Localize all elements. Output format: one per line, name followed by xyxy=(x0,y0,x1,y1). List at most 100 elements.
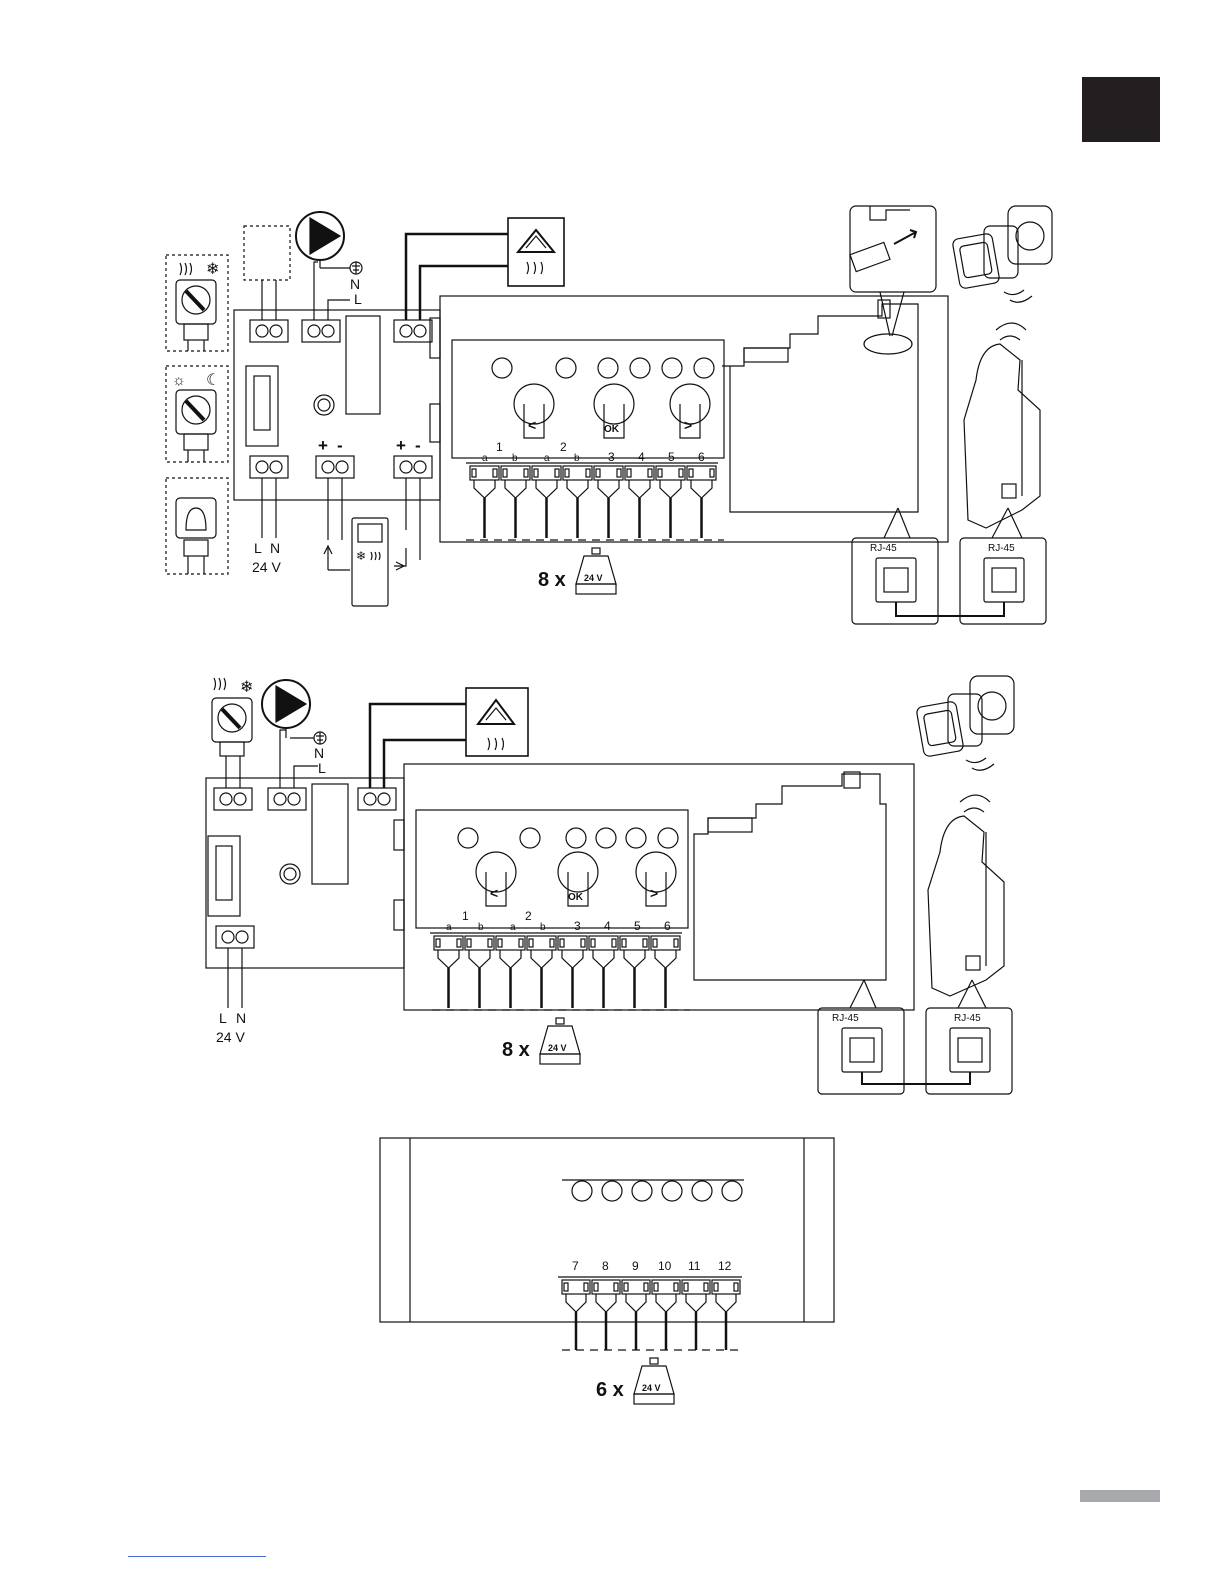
channel-label-1: 1 xyxy=(462,909,469,923)
channel-label-6: 6 xyxy=(698,450,705,464)
wireless-transceiver-icon xyxy=(964,323,1040,528)
button-right[interactable]: > xyxy=(670,384,710,438)
actuator-wire-fork xyxy=(656,1294,676,1312)
heat-cool-switch: ❄ xyxy=(212,678,253,756)
terminal-screw xyxy=(654,1283,658,1291)
terminal-slot xyxy=(434,936,463,950)
terminal-screw xyxy=(658,469,662,477)
rj45-label-left: RJ-45 xyxy=(832,1013,859,1024)
channel-label-1: 1 xyxy=(496,440,503,454)
terminal-blocks-top xyxy=(250,320,432,342)
button-ok[interactable]: OK xyxy=(594,384,634,438)
heat-source-icon xyxy=(466,688,528,756)
power-voltage: 24 V xyxy=(216,1029,245,1045)
actuator-wire-fork xyxy=(593,950,614,968)
channel-label-3: 3 xyxy=(608,450,615,464)
terminal-slot xyxy=(651,936,680,950)
actuator-wire-fork xyxy=(536,480,557,498)
button-left[interactable]: < xyxy=(514,384,554,438)
pump-icon xyxy=(296,212,344,268)
power-voltage: 24 V xyxy=(252,559,281,575)
sub-label-a1: a xyxy=(482,453,488,464)
ground-icon xyxy=(350,262,362,274)
terminal-screw xyxy=(644,1283,648,1291)
polarity-minus-2: - xyxy=(415,436,421,455)
terminal-screw xyxy=(614,1283,618,1291)
sun-icon: ☼ xyxy=(172,372,186,389)
terminal-slot xyxy=(562,1280,590,1294)
terminal-slot xyxy=(532,466,561,480)
terminal-slot xyxy=(622,1280,650,1294)
actuator-icon: 24 V xyxy=(540,1018,580,1064)
snowflake-icon: ❄ xyxy=(206,261,219,278)
base-module xyxy=(206,778,404,968)
button-ok[interactable]: OK xyxy=(558,852,598,906)
terminal-slot xyxy=(470,466,499,480)
button-left[interactable]: < xyxy=(476,852,516,906)
terminal-slot xyxy=(558,936,587,950)
terminal-screw xyxy=(586,469,590,477)
channel-label-5: 5 xyxy=(668,450,675,464)
channel-label-5: 5 xyxy=(634,919,641,933)
actuator-icon: 24 V xyxy=(576,548,616,594)
rj45-callout: RJ-45 RJ-45 xyxy=(852,508,1046,624)
heat-cool-thermostat: ❄ xyxy=(352,518,388,606)
svg-text:<: < xyxy=(528,417,536,433)
svg-text:>: > xyxy=(650,885,658,901)
heat-source-icon xyxy=(508,218,564,286)
terminal-screw xyxy=(534,469,538,477)
svg-text:OK: OK xyxy=(604,424,620,435)
terminal-screw xyxy=(679,469,683,477)
button-right[interactable]: > xyxy=(636,852,676,906)
actuator-wire-fork xyxy=(629,480,650,498)
terminal-screw xyxy=(529,939,533,947)
terminal-screw xyxy=(524,469,528,477)
svg-text:<: < xyxy=(490,885,498,901)
terminal-screw xyxy=(674,1283,678,1291)
actuator-wire-fork xyxy=(469,950,490,968)
terminal-slot xyxy=(592,1280,620,1294)
terminal-screw xyxy=(624,1283,628,1291)
terminal-slot xyxy=(625,466,654,480)
ground-icon xyxy=(314,732,326,744)
channel-label-4: 4 xyxy=(604,919,611,933)
wireless-thermostat-icon xyxy=(916,676,1014,770)
terminal-screw xyxy=(714,1283,718,1291)
power-label-l: L xyxy=(254,540,262,556)
actuator-wire-fork xyxy=(438,950,459,968)
heat-cool-switch: ❄ xyxy=(166,255,228,351)
wireless-thermostat-icon xyxy=(952,206,1052,302)
channel-label-2: 2 xyxy=(560,440,567,454)
terminal-screw xyxy=(503,469,507,477)
terminal-screw xyxy=(627,469,631,477)
led-row xyxy=(492,358,714,378)
terminal-screw xyxy=(436,939,440,947)
terminal-slot xyxy=(465,936,494,950)
terminal-screw xyxy=(689,469,693,477)
terminal-screw xyxy=(594,1283,598,1291)
terminal-screw xyxy=(488,939,492,947)
terminal-screw xyxy=(457,939,461,947)
actuator-wire-fork xyxy=(562,950,583,968)
actuator-wire-fork xyxy=(660,480,681,498)
power-label-n: N xyxy=(236,1010,246,1026)
svg-text:24 V: 24 V xyxy=(548,1043,567,1053)
actuator-count: 8 x xyxy=(502,1039,530,1061)
terminal-screw xyxy=(591,939,595,947)
moon-icon: ☾ xyxy=(206,372,220,389)
channel-label-11: 11 xyxy=(688,1259,701,1273)
terminal-screw xyxy=(674,939,678,947)
terminal-screw xyxy=(704,1283,708,1291)
terminal-screw xyxy=(493,469,497,477)
terminal-slot xyxy=(712,1280,740,1294)
terminal-slot xyxy=(682,1280,710,1294)
led-row xyxy=(458,828,678,848)
wiring-diagram-1: ❄ ☼ ☾ xyxy=(166,206,1052,624)
terminal-screw xyxy=(472,469,476,477)
terminal-screw xyxy=(596,469,600,477)
terminal-screw xyxy=(581,939,585,947)
sub-label-b2: b xyxy=(574,453,580,464)
wiring-diagram-3: 7 8 9 10 11 12 6 x 24 V xyxy=(380,1138,834,1404)
sub-label-a2: a xyxy=(510,922,516,933)
terminal-screw xyxy=(710,469,714,477)
